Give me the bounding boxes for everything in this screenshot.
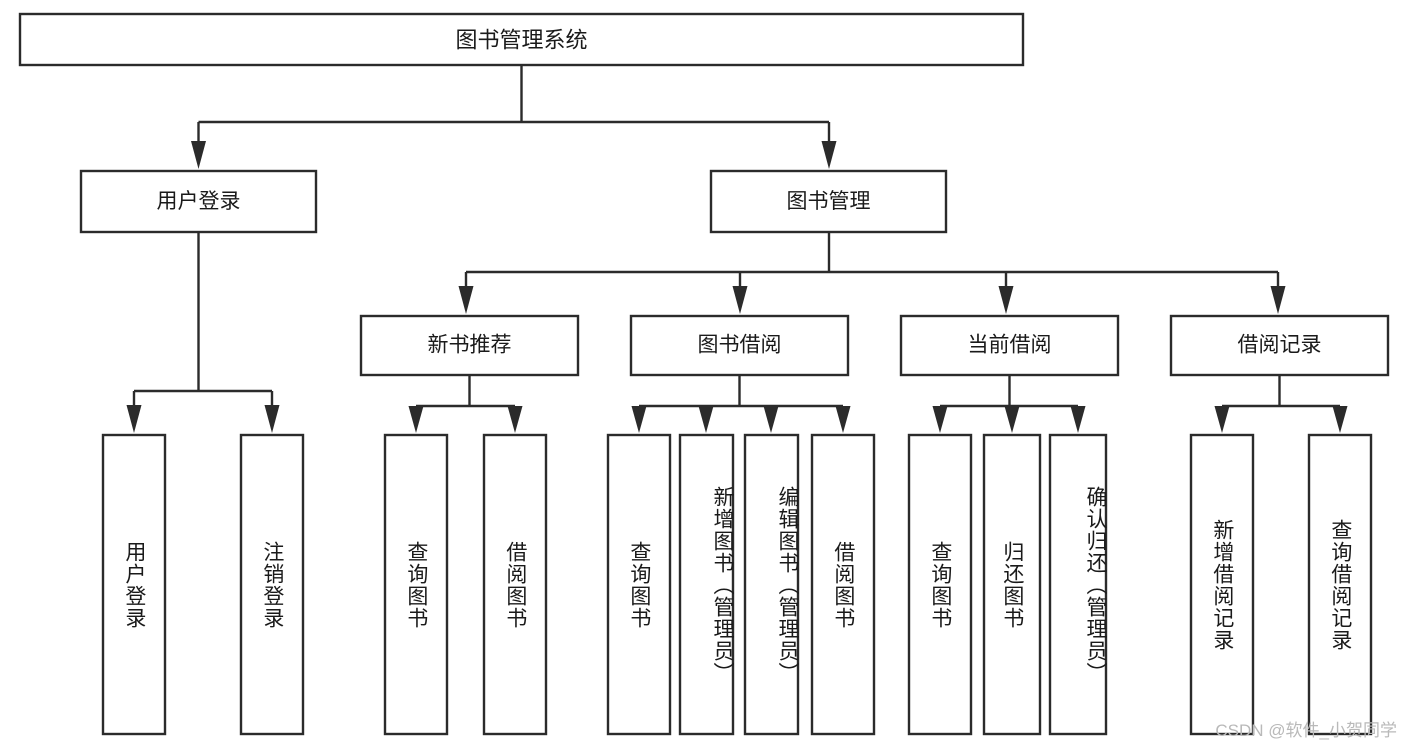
- leaf-box-query-book-3[interactable]: [907, 433, 973, 736]
- leaf-box-edit-book[interactable]: [743, 433, 800, 736]
- edge-group: [126, 65, 1348, 433]
- node-group: 图书管理系统 用户登录 图书管理 新书推荐 图书借阅 当前: [18, 12, 1390, 736]
- leaf-box-borrow-book-1[interactable]: [482, 433, 548, 736]
- node-book-borrow[interactable]: 图书借阅: [629, 314, 850, 377]
- arrow-new-book-rec: [458, 286, 474, 314]
- arrow-add-record: [1214, 406, 1230, 433]
- leaf-box-add-record[interactable]: [1189, 433, 1255, 736]
- arrow-leaf-user-login: [126, 405, 142, 433]
- node-book-borrow-label: 图书借阅: [698, 334, 782, 357]
- arrow-borrow-record: [1270, 286, 1286, 314]
- leaf-box-query-record[interactable]: [1307, 433, 1373, 736]
- node-book-borrow-box[interactable]: [629, 314, 850, 377]
- arrow-return-book: [1004, 406, 1020, 433]
- node-current-borrow-label: 当前借阅: [968, 334, 1052, 357]
- arrow-borrow-book-1: [507, 406, 523, 433]
- leaf-box-user-login[interactable]: [101, 433, 167, 736]
- node-user-login[interactable]: 用户登录: [79, 169, 318, 234]
- leaf-box-confirm-return[interactable]: [1048, 433, 1108, 736]
- arrow-user-login: [191, 141, 206, 169]
- node-root-label: 图书管理系统: [455, 27, 587, 52]
- node-book-mgmt-label: 图书管理: [787, 190, 871, 213]
- arrow-add-book: [698, 406, 714, 433]
- leaf-box-query-book-2[interactable]: [606, 433, 672, 736]
- leaf-box-add-book[interactable]: [678, 433, 735, 736]
- arrow-query-book-1: [408, 406, 424, 433]
- leaf-box-return-book[interactable]: [982, 433, 1042, 736]
- arrow-book-borrow: [732, 286, 748, 314]
- leaf-box-borrow-book-2[interactable]: [810, 433, 876, 736]
- node-new-book-rec[interactable]: 新书推荐: [359, 314, 580, 377]
- arrow-borrow-book-2: [835, 406, 851, 433]
- arrow-edit-book: [763, 406, 779, 433]
- node-user-login-box[interactable]: [79, 169, 318, 234]
- node-current-borrow[interactable]: 当前借阅: [899, 314, 1120, 377]
- arrow-confirm-return: [1070, 406, 1086, 433]
- node-new-book-rec-box[interactable]: [359, 314, 580, 377]
- arrow-query-record: [1332, 406, 1348, 433]
- node-book-mgmt[interactable]: 图书管理: [709, 169, 948, 234]
- leaf-box-logout[interactable]: [239, 433, 305, 736]
- node-root[interactable]: 图书管理系统: [18, 12, 1025, 67]
- node-user-login-label: 用户登录: [157, 190, 241, 213]
- node-new-book-rec-label: 新书推荐: [428, 334, 512, 357]
- node-current-borrow-box[interactable]: [899, 314, 1120, 377]
- arrow-current-borrow: [998, 286, 1014, 314]
- node-book-mgmt-box[interactable]: [709, 169, 948, 234]
- arrow-book-mgmt: [821, 141, 837, 169]
- node-borrow-record-label: 借阅记录: [1238, 334, 1322, 357]
- arrow-leaf-logout: [264, 405, 280, 433]
- node-borrow-record-box[interactable]: [1169, 314, 1390, 377]
- node-borrow-record[interactable]: 借阅记录: [1169, 314, 1390, 377]
- csdn-watermark: CSDN @软件_小贺同学: [1215, 721, 1397, 740]
- leaf-box-query-book-1[interactable]: [383, 433, 449, 736]
- leaf-box-group: [101, 433, 1373, 736]
- arrow-query-book-2: [631, 406, 647, 433]
- arrow-query-book-3: [932, 406, 948, 433]
- node-root-box[interactable]: [18, 12, 1025, 67]
